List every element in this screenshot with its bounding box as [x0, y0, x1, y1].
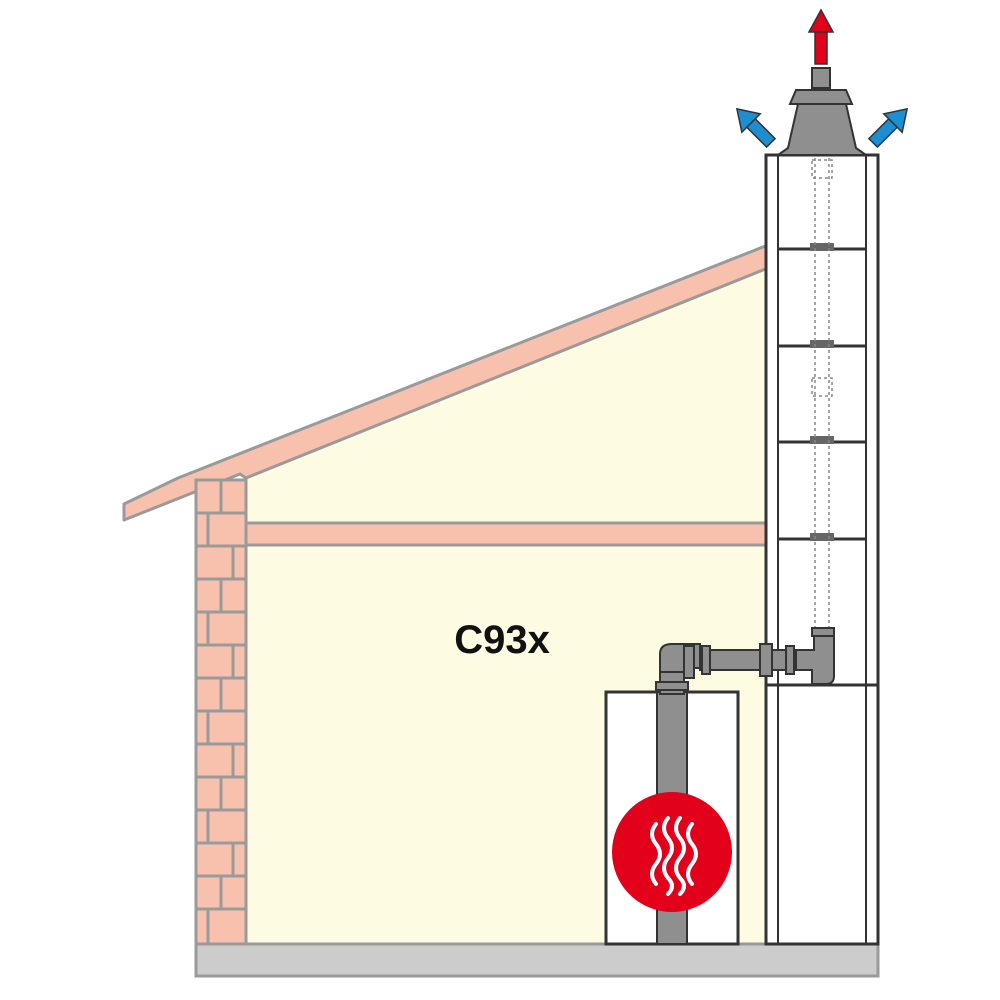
system-label: C93x — [454, 618, 550, 662]
ground-slab — [194, 942, 880, 978]
chimney-shaft — [764, 153, 880, 946]
brick-wall — [194, 478, 248, 946]
flue-terminal-cap — [774, 67, 870, 156]
inward-arrow-icon — [735, 107, 909, 149]
heat-waves-icon — [612, 792, 732, 912]
up-arrow-icon — [807, 8, 835, 65]
roof — [122, 243, 770, 522]
ceiling-beam — [244, 521, 770, 547]
flue-connector-pipe — [655, 627, 835, 695]
